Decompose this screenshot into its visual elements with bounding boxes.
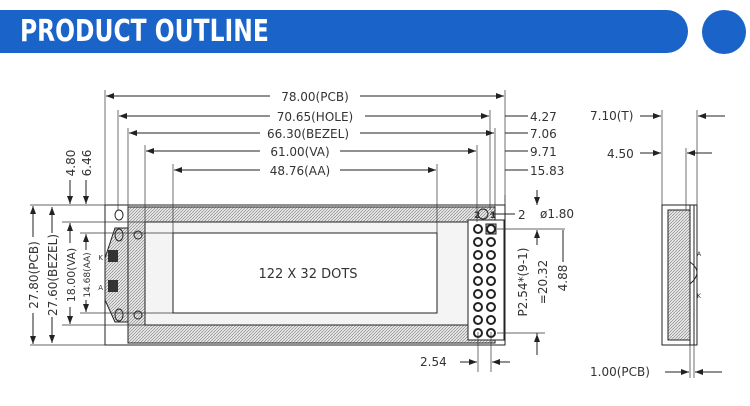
- pin-hole: [473, 302, 483, 312]
- side-label-a: A: [697, 251, 702, 258]
- mount-hole: [133, 230, 143, 240]
- dim-pin-total: =20.32: [536, 260, 550, 304]
- dim-pcb-height: 27.80(PCB): [27, 241, 41, 309]
- dim-bezel-width: 66.30(BEZEL): [267, 127, 349, 141]
- dim-pcb-thickness: 1.00(PCB): [590, 365, 650, 379]
- label-a: A: [98, 284, 103, 292]
- dim-pin-pitch: P2.54*(9-1): [516, 248, 530, 317]
- mount-hole: [114, 228, 124, 242]
- pin-marker: [477, 208, 489, 220]
- dim-offset-1: 4.27: [530, 110, 557, 124]
- dim-aa-width: 48.76(AA): [270, 164, 330, 178]
- backlight-pad-a: [108, 280, 118, 292]
- dim-bezel-height: 27.60(BEZEL): [46, 234, 60, 316]
- pin-hole: [473, 224, 483, 234]
- dim-pcb-width: 78.00(PCB): [281, 90, 349, 104]
- pin-hole: [486, 315, 496, 325]
- pin-hole: [473, 263, 483, 273]
- label-k: K: [98, 254, 103, 262]
- mount-hole: [114, 308, 124, 322]
- dim-pin-offset: 4.88: [556, 265, 570, 292]
- dim-offset-4: 15.83: [530, 164, 564, 178]
- display-resolution-label: 122 X 32 DOTS: [258, 267, 357, 282]
- mount-hole: [133, 310, 143, 320]
- pin-hole: [473, 315, 483, 325]
- pin-hole: [473, 237, 483, 247]
- side-label-k: K: [697, 293, 702, 300]
- dim-pin-spacing: 2.54: [420, 355, 447, 369]
- dim-top-offset-1: 4.80: [64, 150, 78, 177]
- pin-dimensions: 2 ø1.80 P2.54*(9-1) =20.32 4.88 2.54: [420, 190, 574, 372]
- dim-top-offset-2: 6.46: [80, 150, 94, 177]
- pin-hole: [473, 289, 483, 299]
- backlight-tab: [104, 227, 129, 323]
- top-dimensions: 78.00(PCB) 70.65(HOLE) 66.30(BEZEL) 61.0…: [104, 89, 564, 233]
- side-view: A K 7.10(T) 4.50 1.00(PCB): [590, 109, 725, 379]
- dim-aa-height: 14.68(AA): [83, 252, 93, 297]
- dim-glass: 4.50: [607, 147, 634, 161]
- mount-hole: [114, 209, 124, 221]
- pin-hole: [486, 263, 496, 273]
- pin-hole: [486, 302, 496, 312]
- pin-hole: [486, 289, 496, 299]
- dim-offset-2: 7.06: [530, 127, 557, 141]
- pin-hole: [486, 250, 496, 260]
- backlight-pad-k: [108, 250, 118, 262]
- pin-hole: [473, 250, 483, 260]
- page-title: PRODUCT OUTLINE: [20, 14, 269, 49]
- dim-pin-diameter: ø1.80: [540, 207, 574, 221]
- pin-array: [473, 223, 497, 338]
- active-area: [172, 232, 438, 314]
- header-circle-decoration: [702, 10, 746, 54]
- dim-thickness: 7.10(T): [590, 109, 633, 123]
- dim-hole-label: 2: [518, 208, 526, 222]
- pin-hole: [486, 276, 496, 286]
- dim-offset-3: 9.71: [530, 145, 557, 159]
- dim-va-width: 61.00(VA): [270, 145, 329, 159]
- dim-va-height: 18.00(VA): [65, 248, 78, 302]
- header-banner: PRODUCT OUTLINE: [0, 10, 688, 53]
- pin-1-label: 1: [490, 211, 496, 221]
- front-view: 122 X 32 DOTS K A 2 1: [98, 204, 506, 346]
- left-dimensions: 27.80(PCB) 27.60(BEZEL) 18.00(VA) 14.68(…: [27, 150, 173, 346]
- dim-hole-width: 70.65(HOLE): [277, 110, 353, 124]
- pin-hole: [486, 237, 496, 247]
- pin-hole: [486, 224, 496, 234]
- pin-hole: [473, 276, 483, 286]
